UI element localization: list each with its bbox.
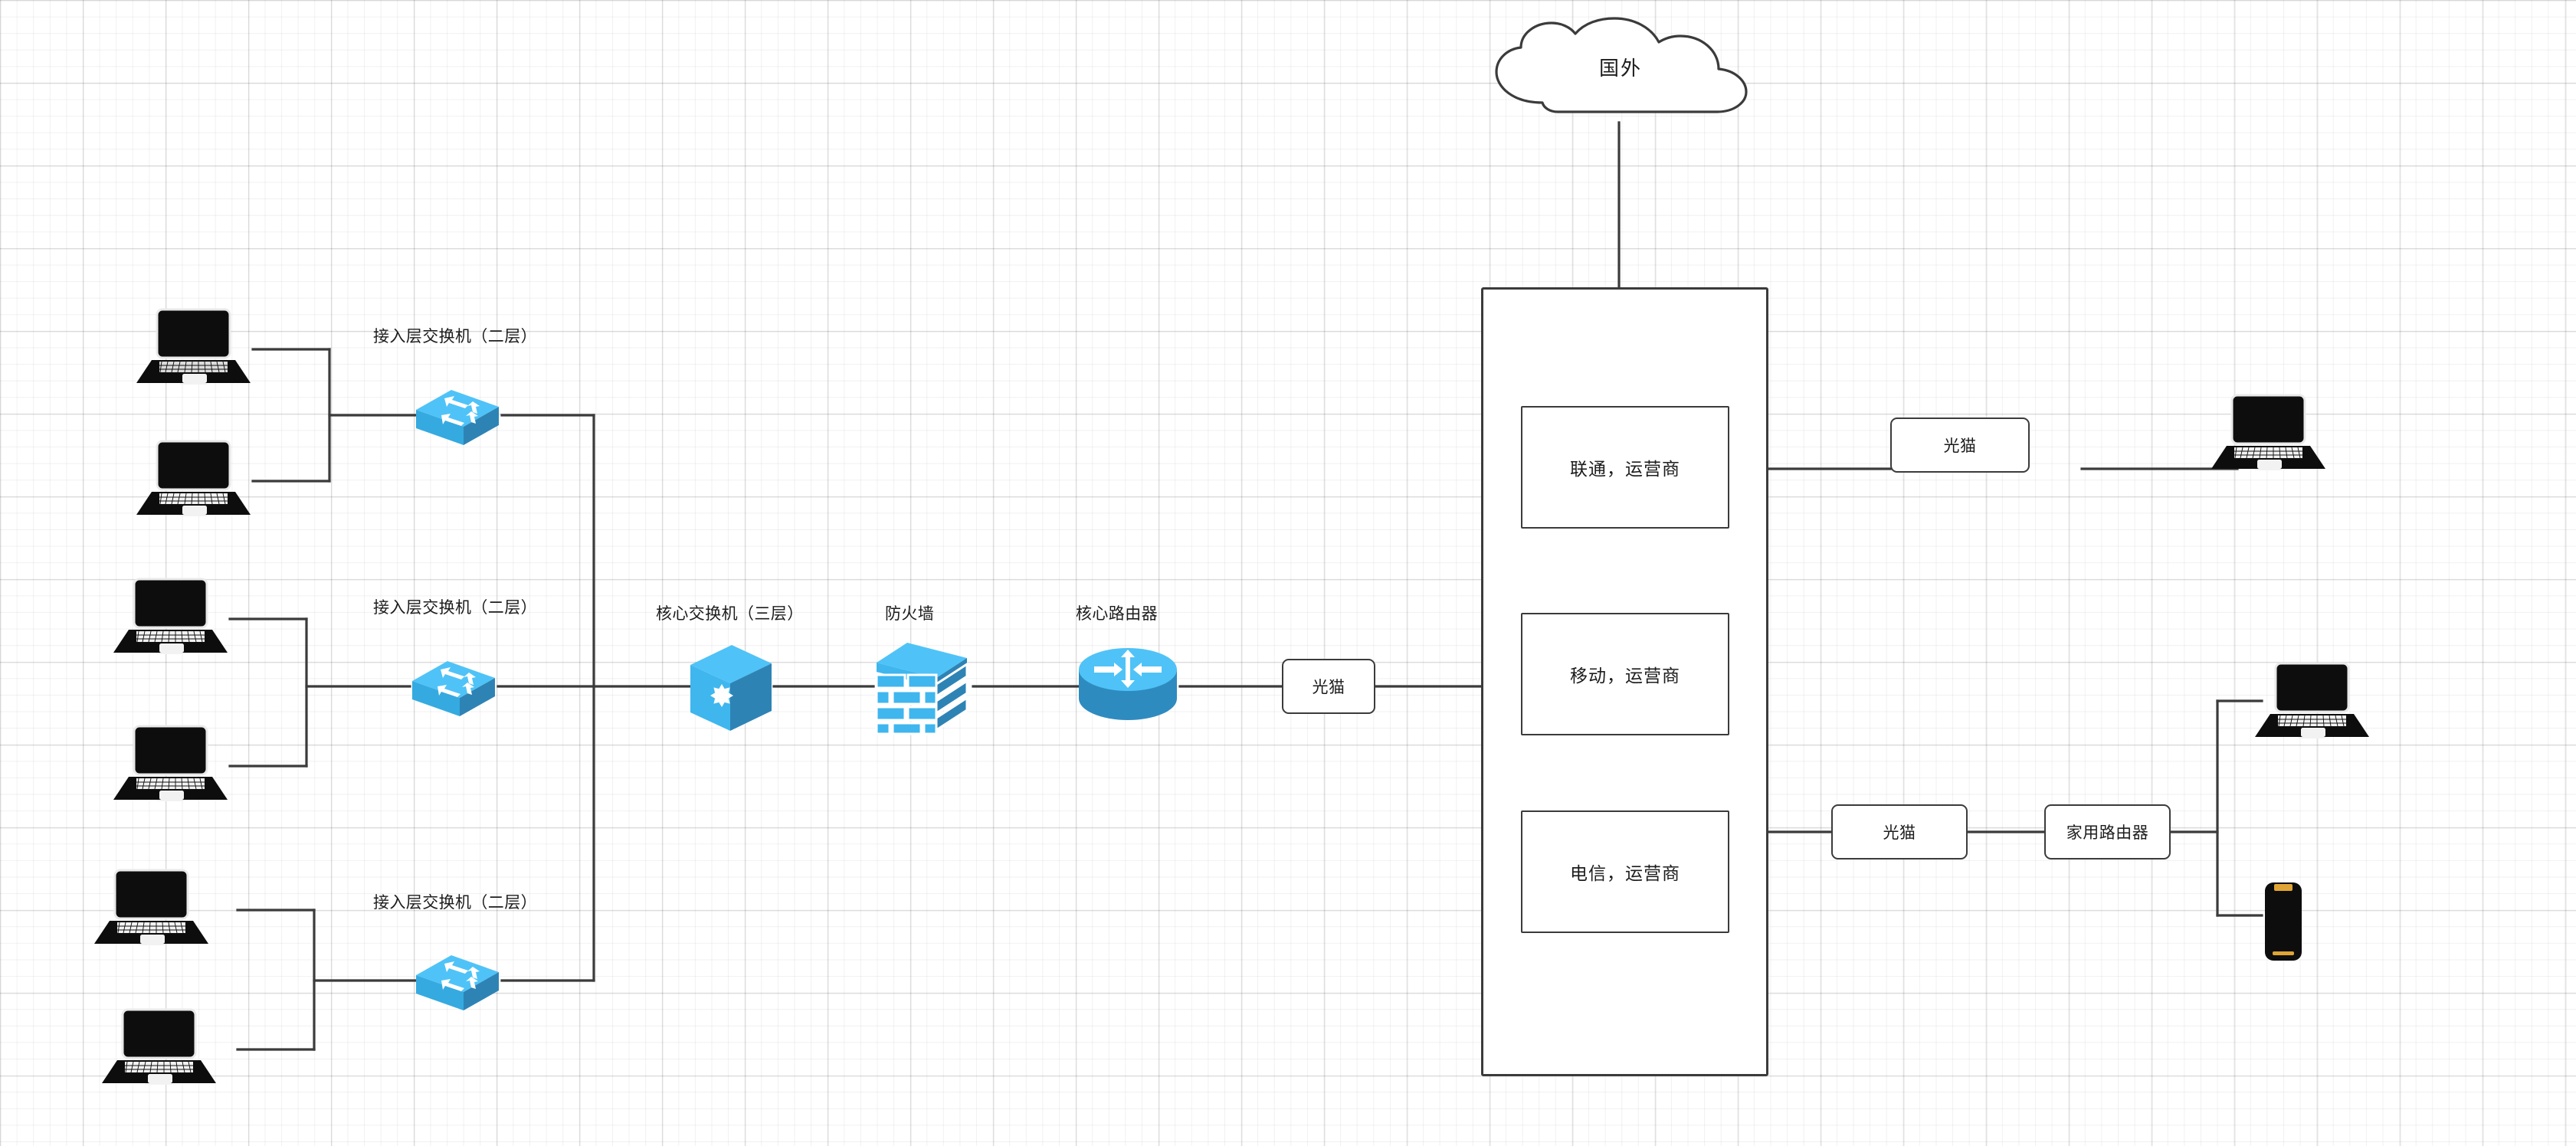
laptop-icon (2255, 662, 2369, 738)
modem-bottom-right-label: 光猫 (1883, 824, 1916, 842)
laptop-lan-5[interactable] (92, 867, 211, 951)
laptop-lan-4[interactable] (111, 723, 230, 807)
network-switch-icon (412, 661, 495, 716)
network-switch-icon (416, 390, 499, 445)
operator-unicom-label: 联通，运营商 (1570, 459, 1680, 479)
core-switch-icon (690, 645, 772, 731)
laptop-icon (136, 440, 251, 516)
laptop-lan-1[interactable] (134, 306, 253, 391)
firewall-brick-icon (875, 643, 968, 735)
phone-home[interactable] (2262, 879, 2305, 964)
modem-center[interactable]: 光猫 (1282, 659, 1375, 714)
cloud-icon (1495, 17, 1748, 113)
laptop-icon (113, 578, 228, 654)
smartphone-icon (2265, 882, 2302, 961)
laptop-home-top[interactable] (2209, 392, 2328, 476)
modem-bottom-right[interactable]: 光猫 (1831, 804, 1968, 860)
operator-telecom[interactable]: 电信，运营商 (1521, 810, 1729, 933)
core-switch-label: 核心交换机（三层） (656, 605, 804, 623)
laptop-lan-3[interactable] (111, 576, 230, 660)
network-switch-icon (416, 955, 499, 1010)
laptop-icon (113, 725, 228, 801)
operator-telecom-label: 电信，运营商 (1570, 863, 1680, 883)
firewall-label: 防火墙 (885, 605, 935, 623)
access-switch-2[interactable] (405, 650, 501, 722)
operator-mobile[interactable]: 移动，运营商 (1521, 613, 1729, 735)
access-switch-3-label: 接入层交换机（二层） (373, 894, 537, 912)
core-router[interactable] (1074, 648, 1181, 728)
access-switch-3[interactable] (408, 945, 505, 1017)
cloud-label: 国外 (1598, 56, 1642, 80)
modem-top-right[interactable]: 光猫 (1890, 417, 2030, 473)
core-switch[interactable] (684, 642, 778, 734)
router-icon (1079, 648, 1177, 720)
home-router[interactable]: 家用路由器 (2044, 804, 2171, 860)
core-router-label: 核心路由器 (1076, 605, 1158, 623)
laptop-icon (94, 869, 208, 945)
access-switch-1[interactable] (408, 379, 505, 451)
laptop-icon (102, 1008, 216, 1085)
laptop-icon (2211, 394, 2325, 470)
access-switch-1-label: 接入层交换机（二层） (373, 328, 537, 345)
operator-unicom[interactable]: 联通，运营商 (1521, 406, 1729, 529)
home-router-label: 家用路由器 (2066, 824, 2149, 842)
access-switch-2-label: 接入层交换机（二层） (373, 599, 537, 617)
laptop-home-bottom[interactable] (2253, 660, 2371, 745)
laptop-lan-6[interactable] (100, 1007, 218, 1091)
laptop-icon (136, 308, 251, 385)
laptop-lan-2[interactable] (134, 438, 253, 522)
firewall[interactable] (867, 638, 976, 736)
cloud-node[interactable]: 国外 (1483, 17, 1758, 128)
modem-center-label: 光猫 (1312, 679, 1345, 696)
modem-top-right-label: 光猫 (1943, 437, 1977, 455)
operator-mobile-label: 移动，运营商 (1570, 666, 1680, 686)
